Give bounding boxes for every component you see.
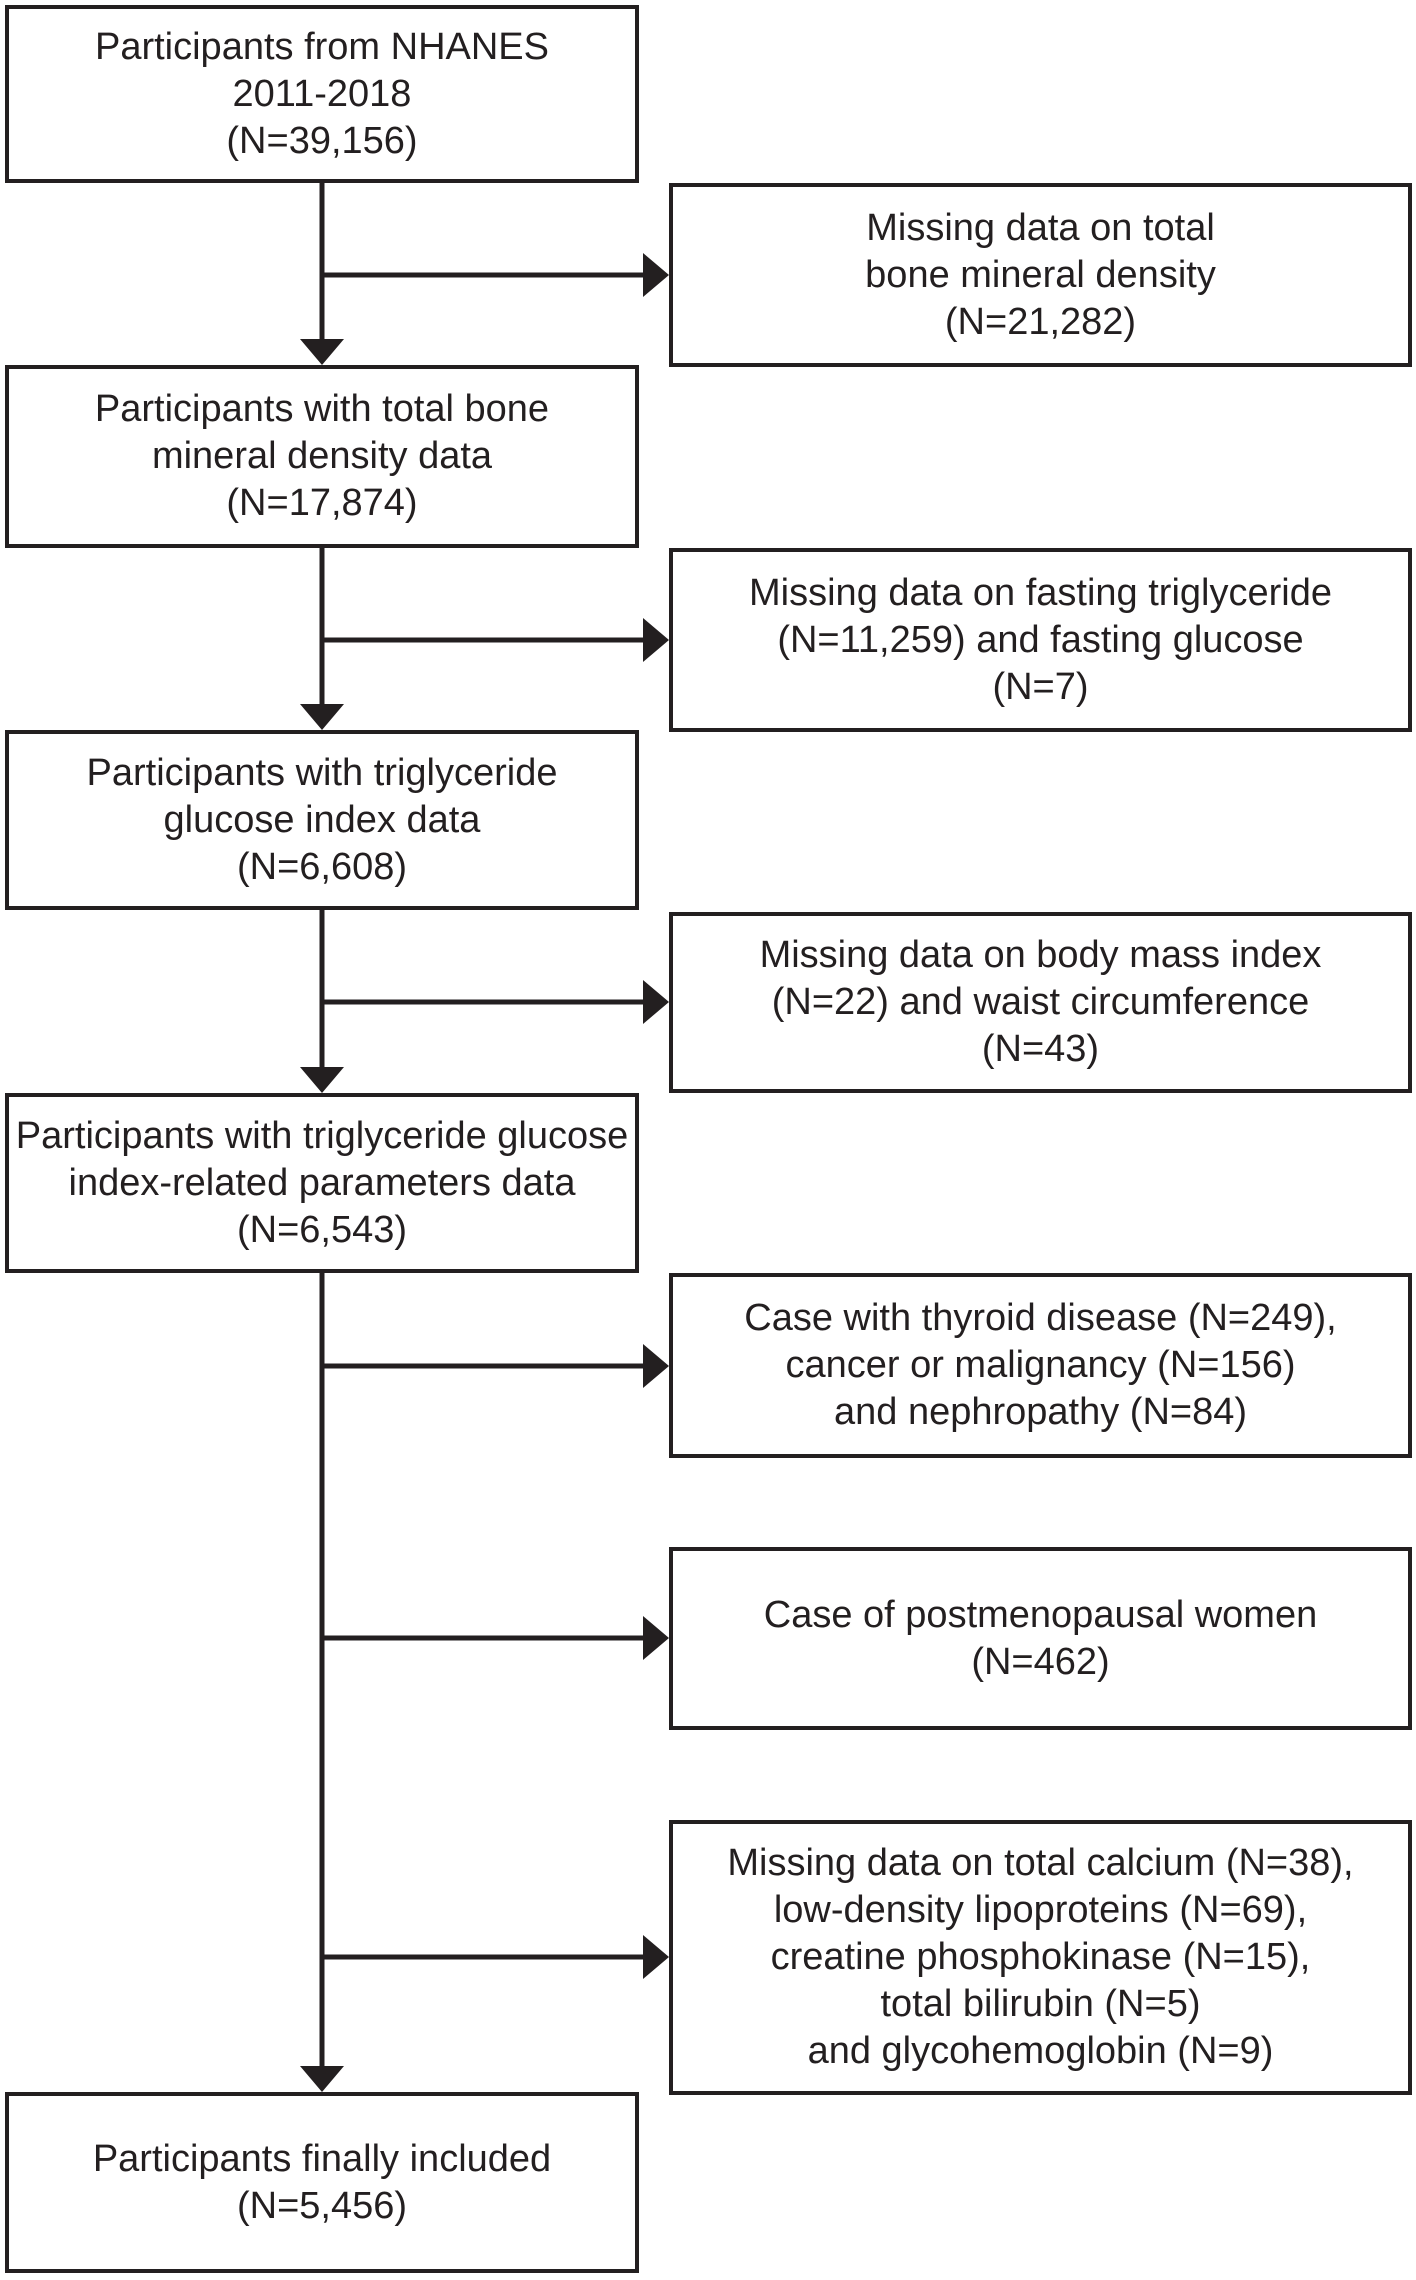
box-excluded-postmenopausal-women: Case of postmenopausal women (N=462) (669, 1547, 1412, 1730)
box-participants-finally-included: Participants finally included (N=5,456) (5, 2092, 639, 2273)
arrow-main-3-head (300, 1067, 344, 1093)
arrow-exclusion-3-head (643, 980, 669, 1024)
box-participants-nhanes: Participants from NHANES 2011-2018 (N=39… (5, 5, 639, 183)
box-participants-bmd-data: Participants with total bone mineral den… (5, 365, 639, 548)
box-participants-tyg-index-data: Participants with triglyceride glucose i… (5, 730, 639, 910)
arrow-main-4-head (300, 2066, 344, 2092)
arrow-exclusion-5-head (643, 1616, 669, 1660)
box-excluded-missing-lab-values: Missing data on total calcium (N=38), lo… (669, 1820, 1412, 2095)
box-excluded-missing-triglyceride-glucose: Missing data on fasting triglyceride (N=… (669, 548, 1412, 732)
arrow-exclusion-1-head (643, 253, 669, 297)
box-excluded-thyroid-cancer-nephropathy: Case with thyroid disease (N=249), cance… (669, 1273, 1412, 1458)
arrow-main-2-head (300, 704, 344, 730)
arrow-exclusion-6-head (643, 1935, 669, 1979)
box-excluded-missing-bmi-waist: Missing data on body mass index (N=22) a… (669, 912, 1412, 1093)
arrow-exclusion-4-head (643, 1344, 669, 1388)
box-participants-tyg-parameters-data: Participants with triglyceride glucose i… (5, 1093, 639, 1273)
arrow-exclusion-2-head (643, 618, 669, 662)
arrow-main-1-head (300, 339, 344, 365)
box-excluded-missing-bmd: Missing data on total bone mineral densi… (669, 183, 1412, 367)
